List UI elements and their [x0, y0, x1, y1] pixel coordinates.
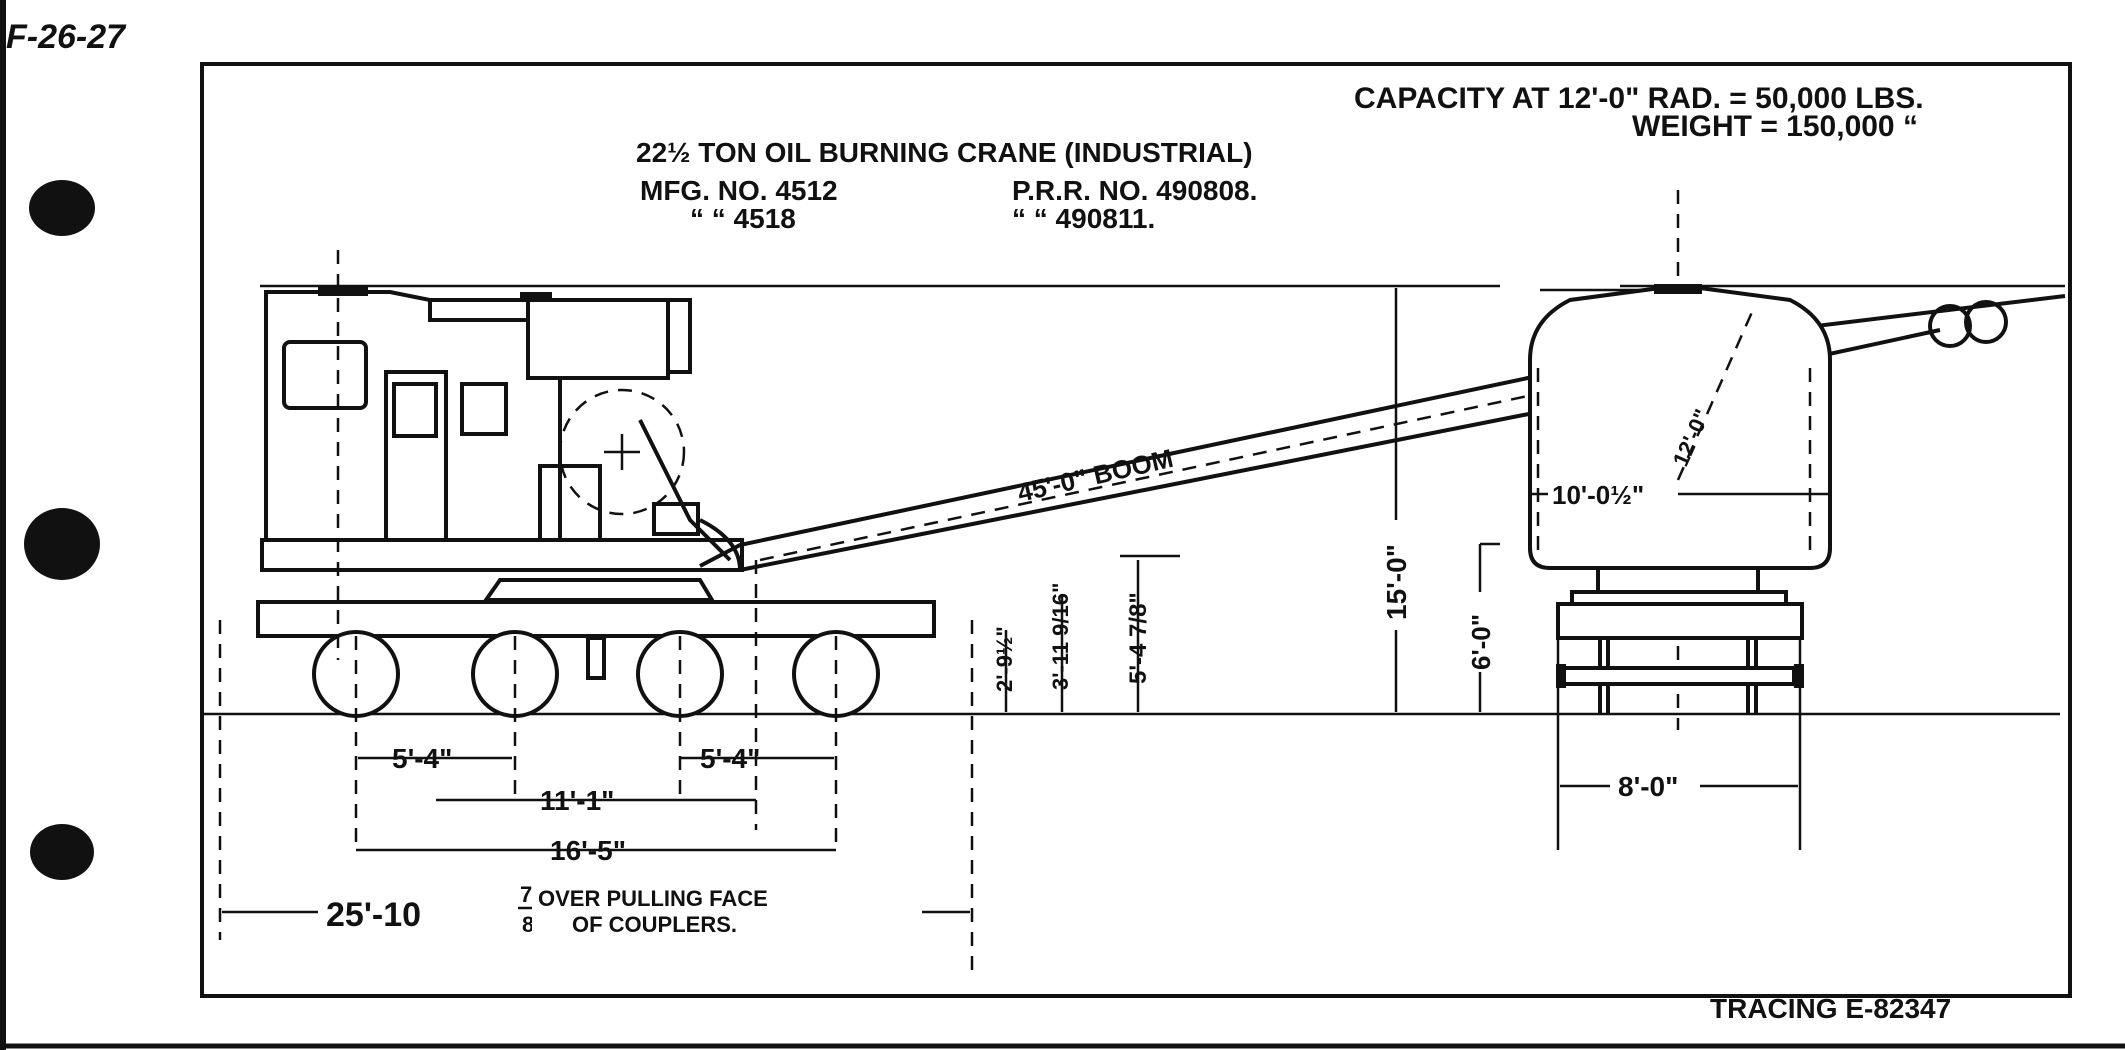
overall-height: 15'-0" [1381, 544, 1412, 620]
cab-body [264, 290, 562, 542]
hoist-drum [558, 388, 686, 516]
overall-length-fraction-den: 8 [522, 912, 534, 937]
boom-upper-chord [699, 348, 1661, 568]
tracing-number: TRACING E-82347 [1710, 993, 1951, 1024]
side-dimensions: 5'-4" 5'-4" 11'-1" 16'-5" 25'-10 7" 8 OV… [222, 288, 1412, 937]
drawing-border [200, 62, 2072, 998]
crane-title: 22½ TON OIL BURNING CRANE (INDUSTRIAL) [636, 137, 1253, 168]
cab-window-front [282, 340, 368, 410]
crane-end-view: 10'-0½" 12'-0" 6'-0" 8'-0" [1464, 190, 1832, 850]
total-wheelbase: 16'-5" [550, 835, 626, 866]
sheet-corner-id: F-26-27 [6, 18, 127, 56]
prr-number-2: “ “ 490811. [1012, 203, 1155, 234]
cab-width: 10'-0½" [1552, 480, 1644, 510]
truck-centers: 11'-1" [540, 785, 614, 816]
mfg-number-1: MFG. NO. 4512 [640, 175, 838, 206]
height-1: 2'-9½" [992, 626, 1017, 692]
boom-head-sheave [1928, 304, 1972, 348]
cab-door [384, 370, 448, 542]
door-window [392, 382, 438, 438]
capacity-spec: CAPACITY AT 12'-0" RAD. = 50,000 LBS. [1354, 82, 1924, 115]
punch-hole-middle [24, 508, 100, 580]
coupler-caption-1: OVER PULLING FACE [538, 886, 768, 911]
cab-window-side [460, 382, 508, 436]
punch-hole-bottom [30, 824, 94, 880]
wheelbase-1: 5'-4" [392, 743, 452, 774]
end-axle [1562, 666, 1796, 686]
turntable [482, 578, 716, 602]
wheelbase-2: 5'-4" [700, 743, 760, 774]
cab-end-view [1528, 286, 1832, 570]
coupler-caption-2: OF COUPLERS. [572, 912, 737, 937]
weight-spec: WEIGHT = 150,000 “ [1632, 110, 1918, 143]
overall-length-whole: 25'-10 [326, 896, 421, 934]
cab-base [260, 538, 744, 572]
coupler-brake [586, 636, 606, 680]
height-2: 3'-11 9/16" [1048, 583, 1073, 690]
height-3: 5'-4 7/8" [1125, 592, 1152, 684]
punch-hole-top [29, 180, 95, 236]
mfg-number-2: “ “ 4518 [690, 203, 796, 234]
body-height: 6'-0" [1466, 614, 1496, 670]
boom-center-line [759, 370, 1641, 562]
truck-gauge-width: 8'-0" [1618, 771, 1678, 802]
boiler-housing [526, 298, 670, 380]
prr-number-1: P.R.R. NO. 490808. [1012, 175, 1257, 206]
boom-lower-chord [739, 386, 1661, 572]
end-truck-bolster [1556, 602, 1804, 640]
